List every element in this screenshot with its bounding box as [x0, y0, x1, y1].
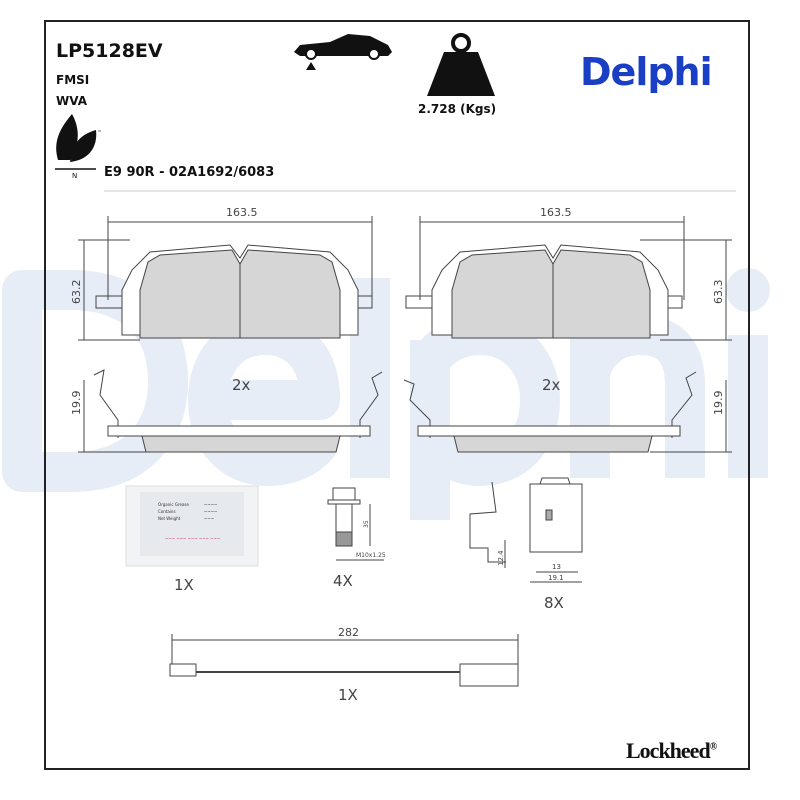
- left-pad-height: 63.2: [70, 280, 83, 305]
- lockheed-logo: Lockheed®: [626, 738, 718, 764]
- weight-value: 2.728 (Kgs): [418, 102, 497, 116]
- wear-sensor-drawing: [169, 634, 519, 687]
- grease-line: Net Weight: [158, 516, 181, 521]
- right-pad-height: 63.3: [712, 280, 725, 305]
- part-number: LP5128EV: [56, 40, 163, 62]
- clip-width-inner: 13: [552, 563, 561, 571]
- left-spring-qty: 2x: [232, 376, 251, 394]
- wva-label: WVA: [56, 94, 87, 108]
- sensor-length: 282: [338, 626, 359, 639]
- right-pad-front-view: [405, 216, 732, 341]
- bolt-qty: 4X: [333, 572, 353, 590]
- bolt-drawing: [327, 487, 384, 561]
- lockheed-name: Lockheed: [626, 738, 711, 763]
- right-pad-side-view: [403, 371, 732, 453]
- right-thickness: 19.9: [712, 391, 725, 416]
- eco-mark-tm: ™: [97, 130, 102, 136]
- left-pad-side-view: [78, 369, 383, 453]
- grease-value: ~~~~: [204, 509, 217, 514]
- bolt-length: 35: [363, 520, 370, 528]
- registered-mark: ®: [709, 741, 718, 753]
- bolt-thread: M10x1.25: [356, 552, 386, 559]
- grease-value: ~~~~: [204, 502, 217, 507]
- clip-drawing: [469, 477, 583, 583]
- grease-line: Contains: [158, 509, 176, 514]
- eco-mark-letter: N: [72, 172, 77, 180]
- right-pad-width: 163.5: [540, 206, 572, 219]
- grease-line: Organic Grease: [158, 502, 189, 507]
- grease-warning: ~~~ ~~~ ~~~ ~~~ ~~~: [165, 536, 220, 541]
- car-axle-icon: [294, 34, 392, 70]
- grease-packet: Organic Grease Contains Net Weight ~~~~ …: [125, 485, 259, 567]
- weight-icon: [427, 33, 495, 96]
- delphi-logo: Delphi: [580, 50, 713, 94]
- approval-number: E9 90R - 02A1692/6083: [104, 165, 275, 180]
- left-pad-front-view: [78, 216, 373, 341]
- left-thickness: 19.9: [70, 391, 83, 416]
- sheet-frame: [44, 20, 750, 770]
- sensor-qty: 1X: [338, 686, 358, 704]
- clip-height: 12.4: [497, 550, 505, 566]
- clip-qty: 8X: [544, 594, 564, 612]
- clip-width-outer: 19.1: [548, 574, 564, 582]
- grease-qty: 1X: [174, 576, 194, 594]
- fmsi-label: FMSI: [56, 73, 90, 87]
- grease-value: ~~~: [204, 516, 214, 521]
- left-pad-width: 163.5: [226, 206, 258, 219]
- eco-leaf-icon: N ™: [55, 114, 102, 180]
- right-spring-qty: 2x: [542, 376, 561, 394]
